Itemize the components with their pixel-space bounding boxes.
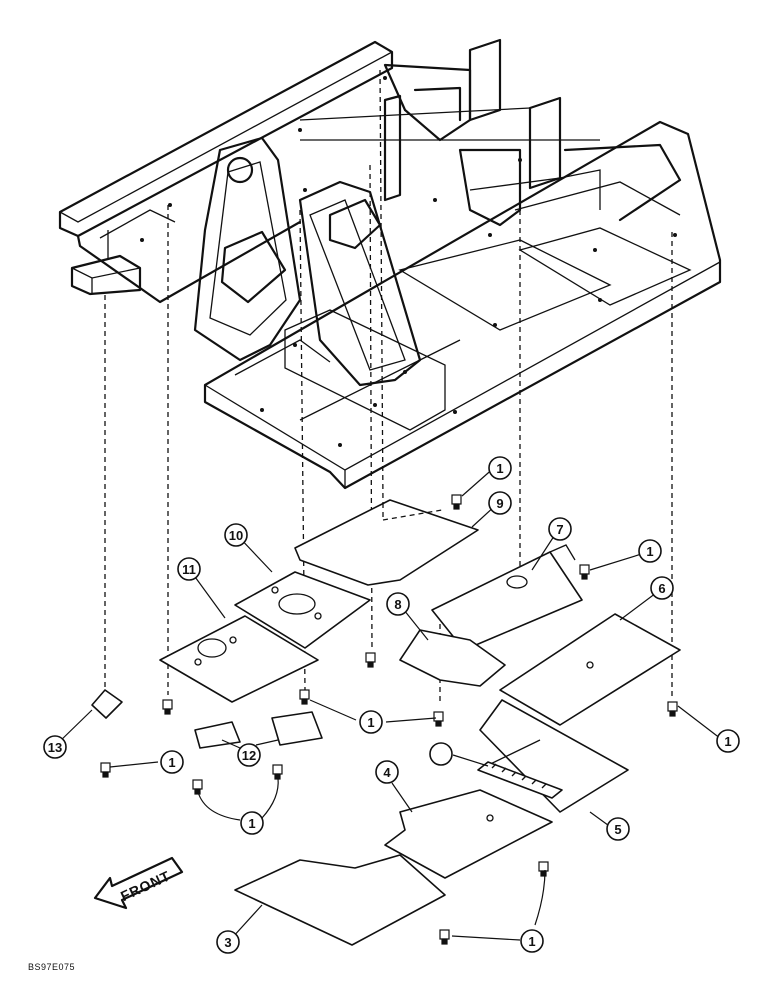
svg-text:10: 10: [229, 528, 243, 543]
svg-text:5: 5: [614, 822, 621, 837]
bolts: [100, 494, 678, 945]
cap-12: [91, 689, 123, 719]
svg-text:1: 1: [168, 755, 175, 770]
svg-text:1: 1: [496, 461, 503, 476]
callout-4: 5: [606, 817, 630, 841]
bolt: [100, 494, 678, 945]
callout-13: [429, 742, 453, 766]
front-label: FRONT: [118, 867, 173, 904]
callout-9: 10: [224, 523, 248, 547]
svg-text:1: 1: [367, 715, 374, 730]
callout-1: 1: [638, 539, 662, 563]
callout-1: 1: [160, 750, 184, 774]
pad-11b: [271, 711, 323, 746]
svg-text:1: 1: [528, 934, 535, 949]
callout-1: 1: [359, 710, 383, 734]
svg-text:9: 9: [496, 496, 503, 511]
plate-9: [234, 571, 371, 649]
callout-6: 7: [548, 517, 572, 541]
svg-text:4: 4: [383, 765, 391, 780]
plate-5: [499, 613, 681, 726]
svg-text:8: 8: [394, 597, 401, 612]
plate-2: [234, 854, 446, 946]
callout-3: 4: [375, 760, 399, 784]
svg-text:12: 12: [242, 748, 256, 763]
plate-3: [384, 789, 553, 879]
callout-1: 1: [520, 929, 544, 953]
svg-text:1: 1: [724, 734, 731, 749]
callout-1: 1: [488, 456, 512, 480]
callout-8: 9: [488, 491, 512, 515]
callout-7: 8: [386, 592, 410, 616]
callout-10: 11: [177, 557, 201, 581]
plate-10: [159, 615, 319, 703]
svg-text:7: 7: [556, 522, 563, 537]
svg-text:3: 3: [224, 935, 231, 950]
svg-text:11: 11: [182, 562, 196, 577]
callout-1: 1: [240, 811, 264, 835]
svg-text:1: 1: [646, 544, 653, 559]
front-direction-arrow: FRONT: [93, 856, 184, 910]
upper-frame: [58, 38, 722, 490]
plate-6: [431, 551, 583, 651]
pad-11a: [194, 721, 241, 749]
callout-5: 6: [650, 576, 674, 600]
callout-1: 1: [716, 729, 740, 753]
cover-plates: [91, 499, 681, 946]
svg-text:13: 13: [48, 740, 62, 755]
svg-text:6: 6: [658, 581, 665, 596]
callout-12: 13: [43, 735, 67, 759]
callout-2: 3: [216, 930, 240, 954]
svg-text:1: 1: [248, 816, 255, 831]
plate-8: [294, 499, 479, 586]
drawing-code: BS97E075: [28, 962, 76, 972]
callout-11: 12: [237, 743, 261, 767]
